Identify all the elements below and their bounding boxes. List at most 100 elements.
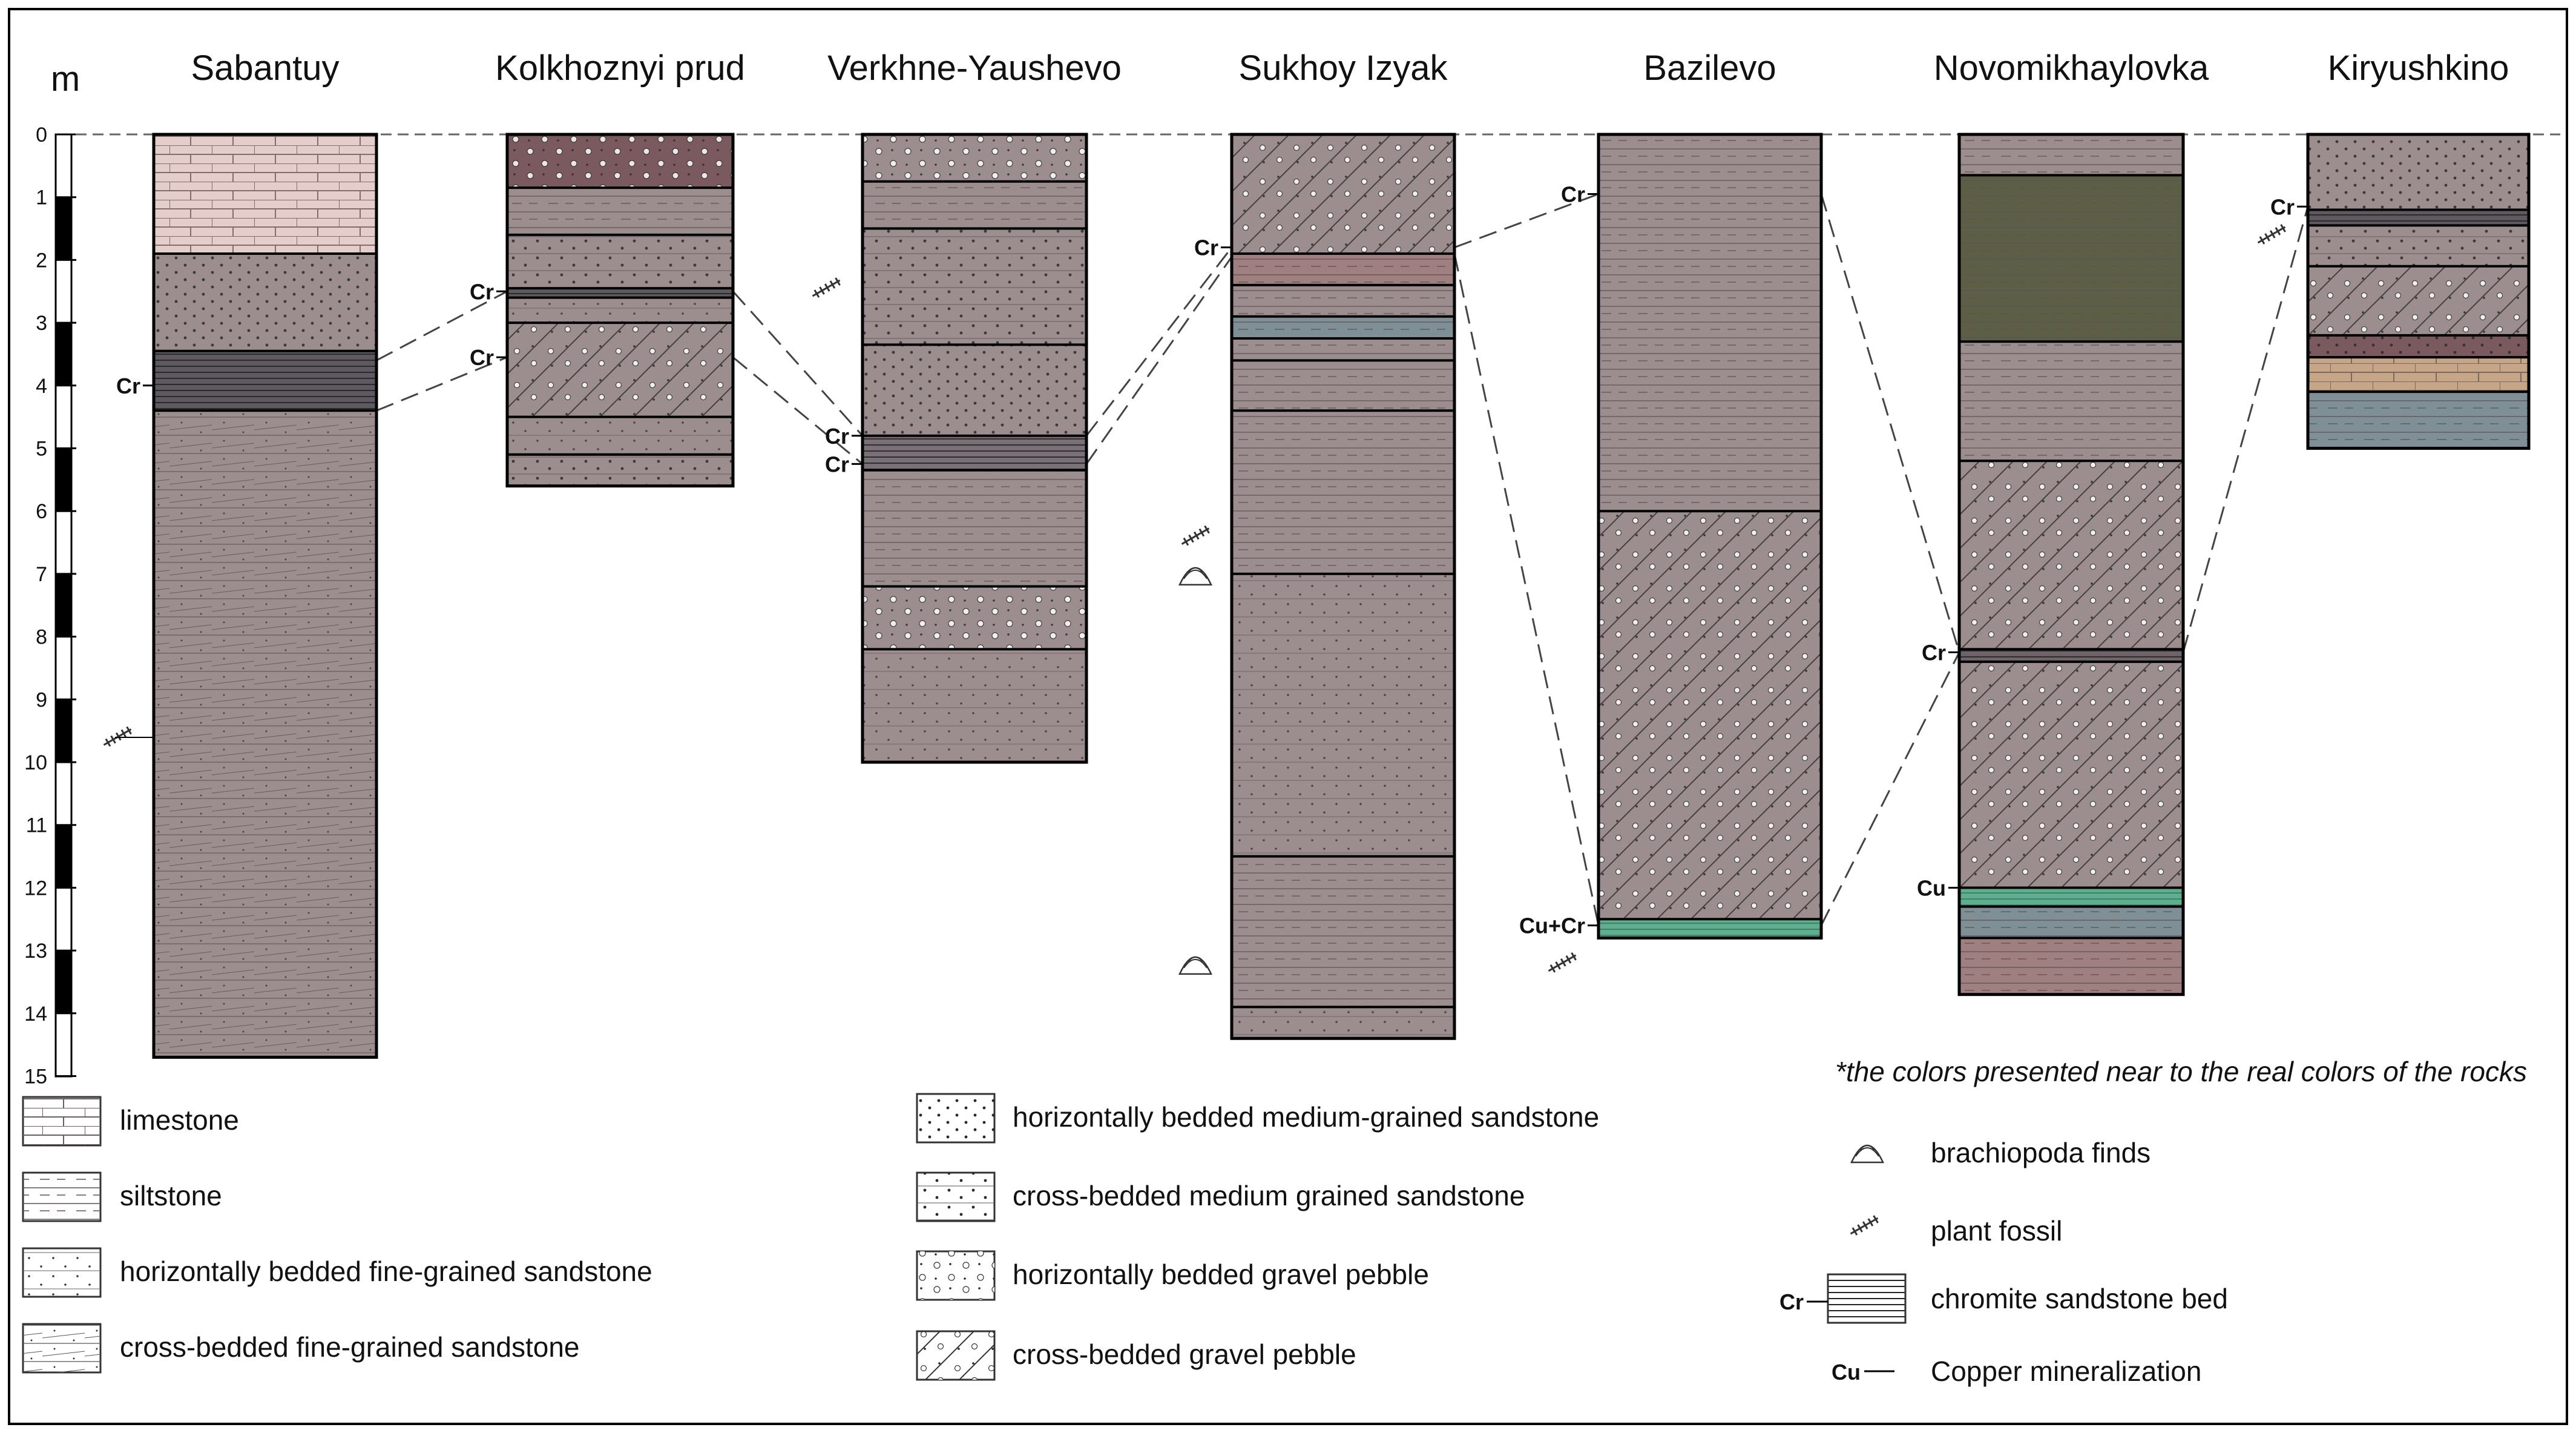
layer-pattern	[507, 323, 733, 417]
layer-pattern	[2308, 134, 2529, 210]
tick-label-12: 12	[24, 877, 47, 900]
layer-pattern	[862, 435, 1086, 470]
tick-label-6: 6	[36, 500, 47, 523]
layer-pattern	[1959, 662, 2183, 888]
legend-label-cross-med-sand: cross-bedded medium grained sandstone	[1013, 1180, 1525, 1211]
legend-label-cross-gravel: cross-bedded gravel pebble	[1013, 1339, 1356, 1370]
layer-pattern	[507, 417, 733, 455]
legend-label-hz-med-sand: horizontally bedded medium-grained sands…	[1013, 1101, 1599, 1133]
layer-pattern	[1232, 360, 1454, 411]
layer-pattern	[1959, 461, 2183, 650]
layer-pattern	[862, 470, 1086, 587]
tick-label-8: 8	[36, 626, 47, 649]
marker-label: Cr	[470, 279, 494, 304]
correlation-line-10	[2182, 206, 2309, 653]
legend-brachiopoda-icon	[1850, 1144, 1884, 1164]
legend-swatch-cross-gravel-pattern	[917, 1331, 994, 1380]
scale-segment-11	[56, 825, 71, 888]
correlation-line-8	[1820, 194, 1960, 653]
column-title: Sukhoy Izyak	[1239, 48, 1448, 88]
layer-pattern	[1959, 175, 2183, 342]
layer-pattern	[1959, 938, 2183, 995]
legend-label-limestone: limestone	[120, 1104, 239, 1136]
legend-label-cross-fine-sand: cross-bedded fine-grained sandstone	[120, 1331, 580, 1363]
layer-pattern	[1232, 856, 1454, 1007]
legend-swatch-siltstone-pattern	[23, 1173, 100, 1221]
marker-label: Cu+Cr	[1519, 914, 1585, 938]
tick-label-0: 0	[36, 124, 47, 147]
tick-label-13: 13	[24, 940, 47, 963]
tick-label-11: 11	[26, 814, 47, 837]
legend-swatch-cross-med-sand-pattern	[917, 1173, 994, 1221]
legend-label-hz-gravel: horizontally bedded gravel pebble	[1013, 1259, 1429, 1290]
layer-pattern	[507, 234, 733, 289]
legend-label-copper: Copper mineralization	[1931, 1355, 2201, 1387]
correlation-line-2	[732, 291, 864, 436]
plant-fossil-icon	[2257, 224, 2286, 245]
correlation-line-1	[376, 356, 508, 412]
marker-label: Cr	[470, 345, 494, 370]
layer-pattern	[1598, 919, 1821, 938]
layer-pattern	[1959, 906, 2183, 938]
brachiopoda-icon	[1178, 567, 1212, 586]
scale-segment-9	[56, 699, 71, 762]
legend-label-hz-fine-sand: horizontally bedded fine-grained sandsto…	[120, 1256, 652, 1287]
color-note: *the colors presented near to the real c…	[1835, 1056, 2527, 1087]
layer-pattern	[1232, 285, 1454, 317]
plant-fossil-icon	[1181, 525, 1210, 546]
layer-pattern	[1959, 134, 2183, 176]
layer-pattern	[154, 351, 376, 411]
plant-fossil-icon	[1548, 952, 1577, 973]
layer-pattern	[1232, 573, 1454, 857]
marker-label: Cr	[1561, 182, 1585, 207]
tick-label-15: 15	[24, 1065, 47, 1089]
correlation-line-4	[1085, 246, 1233, 436]
correlation-line-0	[376, 290, 508, 361]
layer-pattern	[2308, 335, 2529, 358]
layer-pattern	[507, 134, 733, 188]
layer-pattern	[862, 181, 1086, 229]
layer-pattern	[507, 188, 733, 235]
legend-label-chromite: chromite sandstone bed	[1931, 1283, 2228, 1314]
tick-label-7: 7	[36, 563, 47, 586]
legend-chromite-tag: Cr	[1779, 1289, 1804, 1314]
scale-segment-7	[56, 573, 71, 637]
legend-label-siltstone: siltstone	[120, 1180, 222, 1211]
plant-fossil-icon	[812, 277, 841, 298]
layer-pattern	[862, 586, 1086, 650]
legend-swatch-cross-fine-sand-pattern	[23, 1324, 100, 1372]
correlation-line-3	[732, 356, 863, 465]
layer-pattern	[2308, 357, 2529, 392]
legend-plant-icon	[1850, 1215, 1879, 1236]
layer-pattern	[2308, 266, 2529, 335]
legend-label-plant: plant fossil	[1931, 1215, 2062, 1247]
tick-label-9: 9	[36, 688, 47, 711]
tick-label-10: 10	[24, 751, 47, 774]
layer-pattern	[2308, 392, 2529, 449]
legend-label-brachiopoda: brachiopoda finds	[1931, 1137, 2150, 1168]
layer-pattern	[2308, 209, 2529, 226]
layer-pattern	[1232, 134, 1454, 254]
column-title: Kiryushkino	[2328, 48, 2509, 88]
tick-label-5: 5	[36, 438, 47, 461]
layer-pattern	[1598, 511, 1821, 920]
layer-pattern	[154, 410, 376, 1058]
column-outline	[505, 133, 735, 488]
column-title: Verkhne-Yaushevo	[827, 48, 1122, 88]
column-outline	[1957, 133, 2185, 996]
legend-swatch-limestone-pattern	[23, 1097, 100, 1145]
layer-pattern	[1232, 410, 1454, 574]
column-title: Novomikhaylovka	[1934, 48, 2209, 88]
layer-pattern	[507, 288, 733, 298]
layer-pattern	[1959, 341, 2183, 461]
